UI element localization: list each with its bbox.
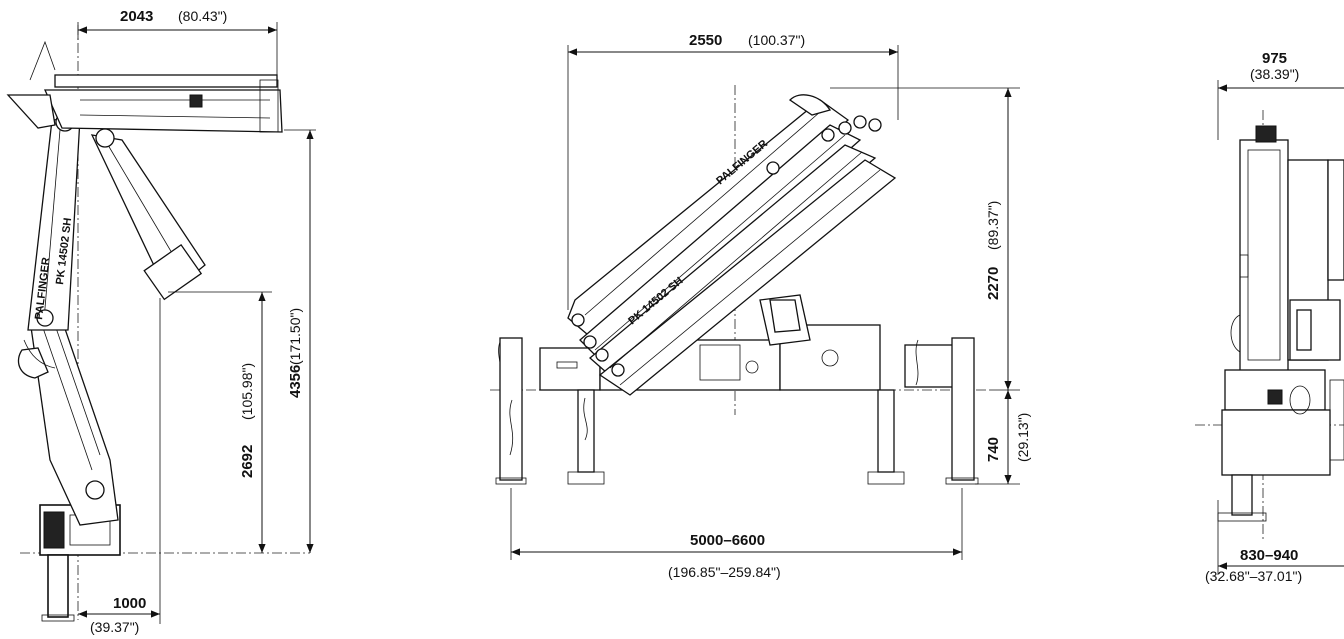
front-boom-reach-mm: 2550 <box>689 32 722 49</box>
side-width-mm: 2043 <box>120 8 153 25</box>
side-knuckle-boom <box>90 128 206 301</box>
side-lower-height-in: (105.98") <box>239 363 255 420</box>
side-top-boom <box>6 40 283 133</box>
rear-base <box>1217 369 1344 522</box>
front-boom-reach-in: (100.37") <box>748 32 805 48</box>
front-crane-height-in: (89.37") <box>985 201 1001 250</box>
rear-width-mm: 975 <box>1262 50 1287 67</box>
front-crane-height-mm: 2270 <box>985 267 1002 300</box>
side-total-height-mm: 4356 <box>287 365 304 398</box>
front-view: 2550 (100.37") 2270 (89.37") 740 (29.13"… <box>490 32 1031 580</box>
side-base-offset-mm: 1000 <box>113 595 146 612</box>
side-view: 2043 (80.43") 4356 (171.50") 2692 (105.9… <box>6 8 316 635</box>
side-base-offset-in: (39.37") <box>90 619 139 635</box>
rear-base-width-mm: 830–940 <box>1240 547 1298 564</box>
front-base-body <box>599 294 881 391</box>
rear-base-width-in: (32.68"–37.01") <box>1205 568 1302 584</box>
side-column <box>17 319 119 526</box>
front-span-mm: 5000–6600 <box>690 532 765 549</box>
side-width-in: (80.43") <box>178 8 227 24</box>
side-lower-height-mm: 2692 <box>239 445 256 478</box>
front-outrigger-beams <box>498 339 961 391</box>
rear-width-in: (38.39") <box>1250 66 1299 82</box>
front-boom <box>567 94 897 396</box>
front-leg-height-mm: 740 <box>985 437 1002 462</box>
front-leg-height-in: (29.13") <box>1015 413 1031 462</box>
front-boom-wheels <box>571 115 882 377</box>
rear-view: 975 (38.39") 830–940 (32.68"–37.01") <box>1195 50 1344 584</box>
front-span-in: (196.85"–259.84") <box>668 564 781 580</box>
side-total-height-in: (171.50") <box>287 308 303 365</box>
rear-column <box>1230 125 1344 376</box>
front-legs <box>495 337 979 485</box>
